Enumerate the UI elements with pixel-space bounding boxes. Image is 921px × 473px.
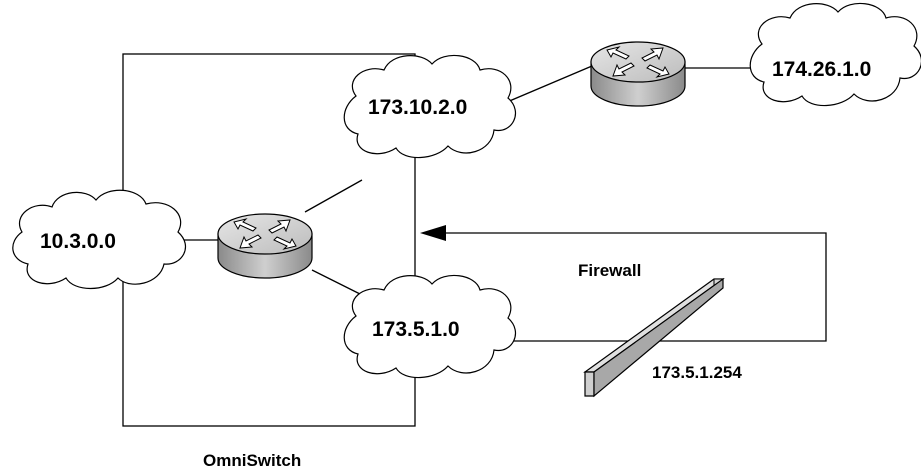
router-icon xyxy=(217,213,313,279)
cloud-173-5-1-0 xyxy=(343,274,517,379)
network-label-10-3-0-0: 10.3.0.0 xyxy=(40,230,116,253)
firewall-label: Firewall xyxy=(578,261,641,280)
router-icon-external xyxy=(590,41,686,107)
cloud-173-10-2-0 xyxy=(343,54,517,159)
link-router-173-10 xyxy=(304,179,363,213)
network-label-173-5-1-0: 173.5.1.0 xyxy=(372,318,460,341)
cloud-10-3-0-0 xyxy=(12,189,186,289)
network-label-173-10-2-0: 173.10.2.0 xyxy=(368,96,467,119)
arrow-head xyxy=(420,225,446,241)
firewall-icon xyxy=(583,277,725,398)
cloud-174-26-1-0 xyxy=(749,2,921,107)
network-label-174-26-1-0: 174.26.1.0 xyxy=(772,58,871,81)
firewall-ip-label: 173.5.1.254 xyxy=(652,363,742,382)
link-173-5-firewall xyxy=(440,232,827,342)
omniswitch-label: OmniSwitch xyxy=(203,451,301,470)
